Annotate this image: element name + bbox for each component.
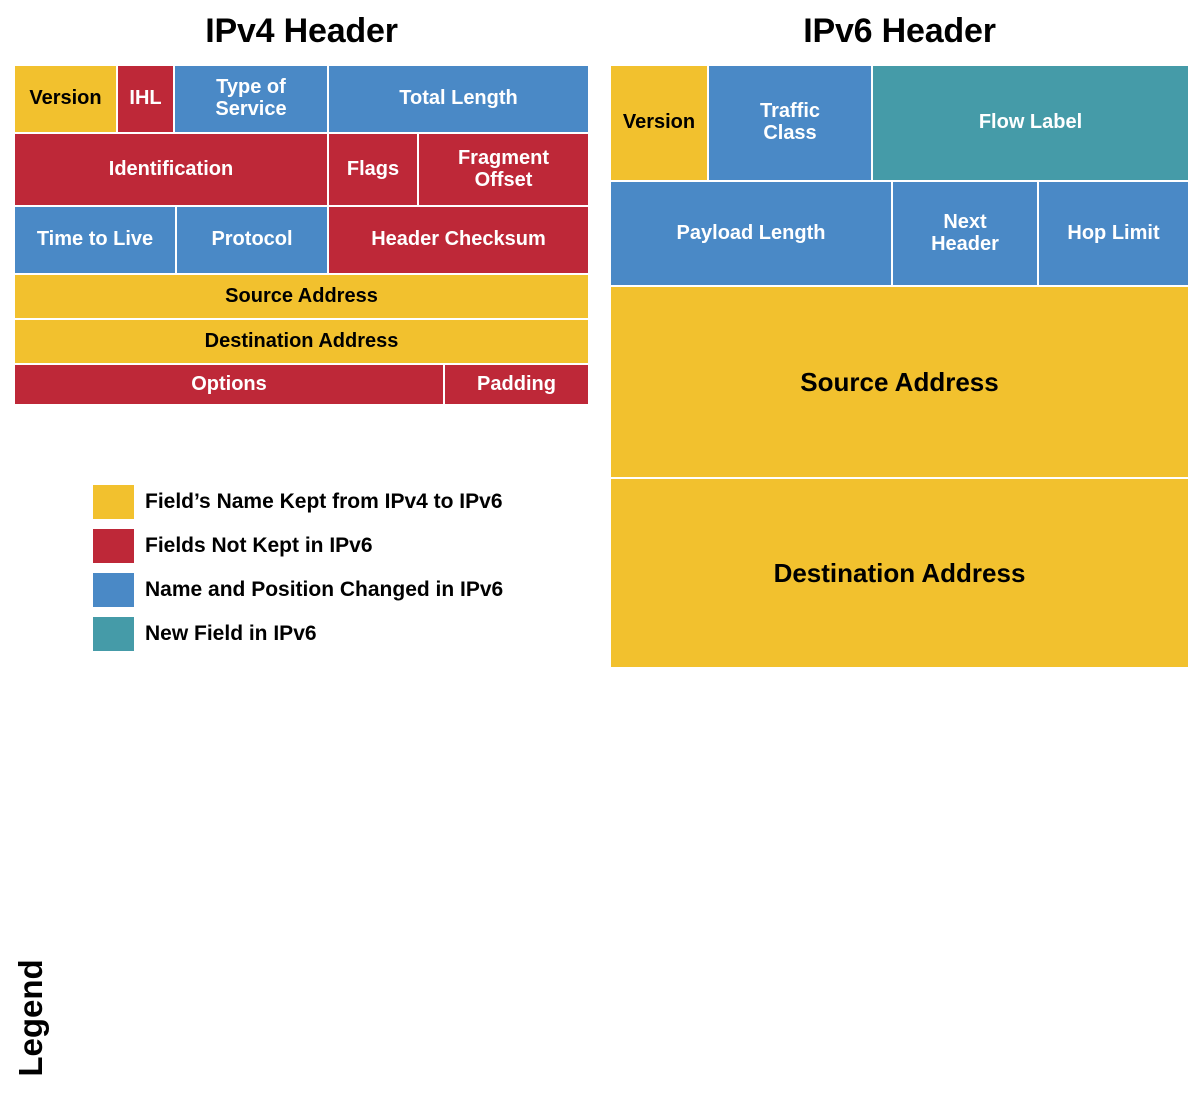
ipv4-field-time-to-live: Time to Live [15,207,175,273]
ipv6-field-destination-address: Destination Address [611,479,1188,667]
legend-swatch-red [93,529,134,563]
legend-label: Field’s Name Kept from IPv4 to IPv6 [145,490,503,513]
ipv4-field-destination-address: Destination Address [15,320,588,363]
legend-label: Name and Position Changed in IPv6 [145,578,504,601]
legend-title: Legend [12,959,49,1077]
ipv4-field-options: Options [15,365,443,404]
ipv4-field-version: Version [15,66,116,132]
ipv6-field-payload-length: Payload Length [611,182,891,285]
ipv4-field-identification: Identification [15,134,327,205]
ipv6-header-title: IPv6 Header [803,12,996,50]
ipv4-field-flags: Flags [329,134,417,205]
ipv4-header-title: IPv4 Header [205,12,398,50]
legend-swatch-yellow [93,485,134,519]
legend-label: New Field in IPv6 [145,622,317,645]
ipv6-field-version: Version [611,66,707,180]
legend: Legend Field’s Name Kept from IPv4 to IP… [0,455,600,1077]
ipv6-field-source-address: Source Address [611,287,1188,477]
ipv6-field-hop-limit: Hop Limit [1039,182,1188,285]
ipv4-field-padding: Padding [445,365,588,404]
ipv4-field-protocol: Protocol [177,207,327,273]
ipv6-field-flow-label: Flow Label [873,66,1188,180]
ipv4-field-total-length: Total Length [329,66,588,132]
legend-swatch-teal [93,617,134,651]
legend-label: Fields Not Kept in IPv6 [145,534,373,557]
legend-swatch-blue [93,573,134,607]
ipv4-field-header-checksum: Header Checksum [329,207,588,273]
ipv4-field-source-address: Source Address [15,275,588,318]
ipv4-field-ihl: IHL [118,66,173,132]
